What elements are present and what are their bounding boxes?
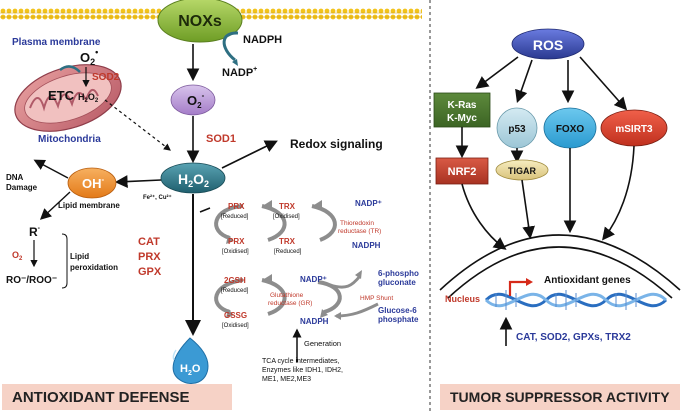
h2o-label: H2O <box>180 363 201 377</box>
etc-label: ETC <box>48 88 75 103</box>
ros-node: ROS <box>511 28 585 60</box>
tigar-node: TIGAR <box>495 159 549 181</box>
noxs-enzyme: NOXs <box>157 0 243 43</box>
oh-label: OH- <box>82 175 105 191</box>
superoxide-node: O2- <box>170 84 216 116</box>
glutathione-label-1: Glutathione <box>270 292 304 299</box>
kmyc-label: K-Myc <box>447 113 477 124</box>
glucose-label-1: Glucose-6 <box>378 306 417 315</box>
lipid-membrane-label: Lipid membrane <box>58 201 120 210</box>
superoxide-label: O2- <box>187 91 205 110</box>
dna-helix-icon <box>484 290 668 310</box>
gsh-label: 2GSH <box>224 276 246 285</box>
tca-line-3: ME1, ME2,ME3 <box>262 376 311 383</box>
genes-list-label: CAT, SOD2, GPXs, TRX2 <box>516 332 631 343</box>
transcription-start-arrow <box>508 280 526 296</box>
gpx-label: GPX <box>138 266 162 278</box>
ros-label: ROS <box>533 37 563 53</box>
mito-o2-label: O2• <box>80 47 98 67</box>
phospho-label-2: gluconate <box>378 278 416 287</box>
nadph-tr-label: NADPH <box>352 241 381 250</box>
hmp-shunt-label: HMP Shunt <box>360 295 393 302</box>
trx-reduced-state: [Reduced] <box>274 249 302 255</box>
nadph-gr-label: NADPH <box>300 317 329 326</box>
antioxidant-genes-label: Antioxidant genes <box>544 275 631 286</box>
nucleus-label: Nucleus <box>445 294 480 304</box>
ro-roo-label: RO⁻/ROO⁻ <box>6 275 57 286</box>
redox-signaling-label: Redox signaling <box>290 137 383 151</box>
h2o2-node: H2O2 <box>160 162 226 194</box>
trx-reduced-label: TRX <box>279 237 296 246</box>
o2-small-label: O2 <box>12 250 23 262</box>
damage-label: Damage <box>6 183 38 192</box>
r-minus-label: R- <box>29 225 41 239</box>
tca-line-2: Enzymes like IDH1, IDH2, <box>262 367 343 374</box>
phospho-label-1: 6-phospho <box>378 269 419 278</box>
nadph-label: NADPH <box>243 34 282 46</box>
nuclear-membrane-inner <box>447 246 673 299</box>
lipid-label: Lipid <box>70 252 89 261</box>
generation-label: Generation <box>304 339 341 348</box>
trx-oxidised-label: TRX <box>279 202 296 211</box>
nadp-plus-label: NADP+ <box>222 66 257 79</box>
nadp-gr-label: NADP⁺ <box>300 275 327 284</box>
glutathione-cycle: 2GSH [Reduced] GSSG [Oxidised] NADP⁺ Glu… <box>214 269 419 329</box>
mitochondria-label: Mitochondria <box>38 134 101 145</box>
h2o2-label: H2O2 <box>178 171 209 189</box>
gsh-state: [Reduced] <box>221 288 249 294</box>
nuclear-membrane-outer <box>439 234 681 291</box>
thioredoxin-label-1: Thioredoxin <box>340 220 374 227</box>
foxo-node: FOXO <box>543 107 597 149</box>
hydroxyl-node: OH- <box>67 167 117 199</box>
tigar-label: TIGAR <box>508 166 536 176</box>
nadp-tr-label: NADP⁺ <box>355 199 382 208</box>
prx-reduced-label: PRX <box>228 202 245 211</box>
glucose-label-2: phosphate <box>378 315 419 324</box>
kras-kmyc-box: K-Ras K-Myc <box>433 92 491 128</box>
mitochondria-illustration: ETC <box>14 64 122 132</box>
antioxidant-defense-title: ANTIOXIDANT DEFENSE <box>12 388 190 406</box>
kras-label: K-Ras <box>448 100 477 111</box>
prx-oxidised-label: PRX <box>228 237 245 246</box>
prx-label: PRX <box>138 251 161 263</box>
prx-reduced-state: [Reduced] <box>221 214 249 220</box>
nrf2-label: NRF2 <box>448 166 477 178</box>
noxs-label: NOXs <box>178 13 222 30</box>
msirt3-node: mSIRT3 <box>600 109 668 147</box>
plasma-membrane-label: Plasma membrane <box>12 37 101 48</box>
sod2-label: SOD2 <box>92 72 120 83</box>
tumor-suppressor-banner: TUMOR SUPPRESSOR ACTIVITY <box>440 384 680 410</box>
p53-label: p53 <box>508 124 526 135</box>
mito-h2o2-label: H2O2 <box>78 92 99 104</box>
prx-oxidised-state: [Oxidised] <box>222 249 249 255</box>
thioredoxin-label-2: reductase (TR) <box>338 228 381 235</box>
msirt3-label: mSIRT3 <box>615 124 653 135</box>
dna-label: DNA <box>6 173 24 182</box>
p53-node: p53 <box>496 107 538 149</box>
fe-cu-label: Fe²⁺, Cu²⁺ <box>143 194 172 201</box>
tumor-suppressor-title: TUMOR SUPPRESSOR ACTIVITY <box>450 389 670 405</box>
sod1-label: SOD1 <box>206 133 236 145</box>
nrf2-box: NRF2 <box>435 157 489 185</box>
glutathione-label-2: reductase (GR) <box>268 300 312 307</box>
water-droplet-icon: H2O <box>172 337 209 384</box>
tca-line-1: TCA cycle intermediates, <box>262 358 339 365</box>
gssg-label: GSSG <box>224 311 247 320</box>
antioxidant-defense-banner: ANTIOXIDANT DEFENSE <box>2 384 232 410</box>
foxo-label: FOXO <box>556 124 585 135</box>
trx-oxidised-state: [Oxidised] <box>273 214 300 220</box>
cat-label: CAT <box>138 236 160 248</box>
gssg-state: [Oxidised] <box>222 323 249 329</box>
prx-trx-cycle: PRX [Reduced] PRX [Oxidised] TRX [Oxidis… <box>199 199 382 255</box>
peroxidation-label: peroxidation <box>70 263 118 272</box>
